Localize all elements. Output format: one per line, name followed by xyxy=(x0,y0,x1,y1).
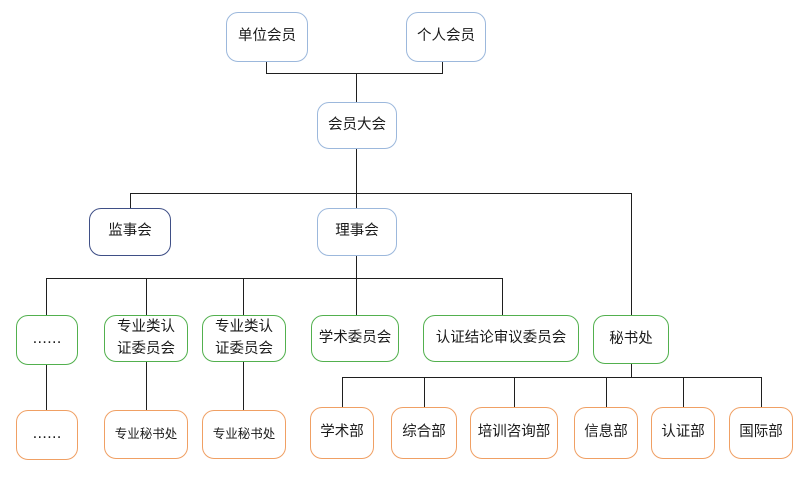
council-node: 理事会 xyxy=(317,208,397,256)
more-committees-node: …… xyxy=(16,315,78,365)
secretary-office-node: 专业秘书处 xyxy=(104,410,188,459)
department-node: 培训咨询部 xyxy=(470,407,558,459)
connector xyxy=(356,256,358,315)
connector xyxy=(342,377,762,379)
connector xyxy=(356,73,358,102)
connector xyxy=(46,278,48,315)
connector xyxy=(631,193,633,315)
connector xyxy=(146,362,148,410)
connector xyxy=(46,278,503,280)
connector xyxy=(424,377,426,407)
connector xyxy=(266,62,268,74)
connector xyxy=(243,362,245,410)
connector xyxy=(130,193,132,208)
academic-committee-node: 学术委员会 xyxy=(311,315,399,362)
connector xyxy=(243,278,245,315)
more-sub-units-node: …… xyxy=(16,410,78,460)
department-node: 学术部 xyxy=(310,407,374,459)
department-node: 综合部 xyxy=(391,407,457,459)
cert-committee-node: 专业类认证委员会 xyxy=(202,315,286,362)
connector xyxy=(683,377,685,407)
connector xyxy=(761,377,763,407)
connector xyxy=(502,278,504,315)
connector xyxy=(631,364,633,378)
cert-committee-node: 专业类认证委员会 xyxy=(104,315,188,362)
connector xyxy=(130,193,632,195)
connector xyxy=(514,377,516,407)
individual-member-node: 个人会员 xyxy=(406,12,486,62)
supervisory-board-node: 监事会 xyxy=(89,208,171,256)
connector xyxy=(442,62,444,74)
connector xyxy=(342,377,344,407)
secretary-office-node: 专业秘书处 xyxy=(202,410,286,459)
department-node: 信息部 xyxy=(574,407,638,459)
department-node: 认证部 xyxy=(651,407,715,459)
connector xyxy=(266,73,443,75)
connector xyxy=(356,149,358,208)
connector xyxy=(146,278,148,315)
connector xyxy=(46,365,48,410)
department-node: 国际部 xyxy=(729,407,793,459)
secretariat-node: 秘书处 xyxy=(593,315,669,364)
unit-member-node: 单位会员 xyxy=(226,12,308,62)
member-assembly-node: 会员大会 xyxy=(317,102,397,149)
connector xyxy=(606,377,608,407)
review-committee-node: 认证结论审议委员会 xyxy=(423,315,579,362)
